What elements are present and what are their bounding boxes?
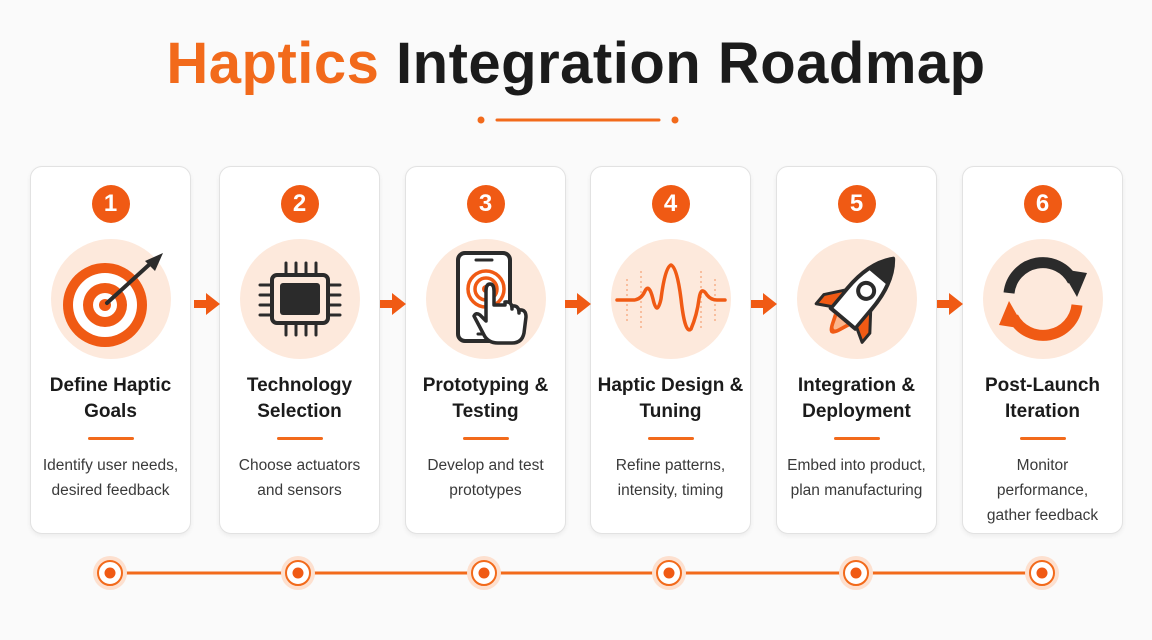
timeline (93, 556, 1059, 590)
step-desc-line1: Refine patterns, (615, 457, 726, 474)
step-card-3: 3 Prototyping & Testing Develop and test… (405, 166, 566, 534)
step-description: Identify user needs, desired feedback (37, 453, 184, 503)
timeline-node-2 (281, 556, 315, 590)
arrow-right-icon (380, 293, 406, 315)
chip-icon (239, 239, 360, 359)
step-desc-line2: prototypes (449, 482, 522, 499)
step-number-badge: 6 (1023, 185, 1062, 223)
title-accent: Haptics (166, 31, 380, 96)
step-title-line1: Integration & (797, 375, 916, 396)
timeline-node-6 (1025, 556, 1059, 590)
step-desc-line2: and sensors (257, 482, 342, 499)
title-underline (462, 437, 509, 440)
title-underline (87, 437, 134, 440)
title-underline (647, 437, 694, 440)
timeline-node-3 (467, 556, 501, 590)
step-desc-line2: gather feedback (986, 507, 1099, 524)
timeline-node-1 (93, 556, 127, 590)
arrow-right-icon (751, 293, 777, 315)
title-rest: Integration Roadmap (396, 31, 986, 96)
step-desc-line2: intensity, timing (617, 482, 724, 499)
step-desc-line2: desired feedback (51, 482, 170, 499)
timeline-node-5 (839, 556, 873, 590)
title-underline (1019, 437, 1066, 440)
arrow-right-icon (194, 293, 220, 315)
step-title-line2: Goals (84, 401, 137, 422)
waveform-icon (610, 239, 731, 359)
step-title-line1: Technology (246, 375, 353, 396)
step-title: Prototyping & Testing (410, 373, 561, 425)
step-title: Technology Selection (224, 373, 375, 425)
step-desc-line1: Develop and test (427, 457, 544, 474)
step-description: Monitor performance, gather feedback (969, 453, 1116, 528)
step-title-line2: Deployment (802, 401, 911, 422)
step-title: Post-Launch Iteration (967, 373, 1118, 425)
step-number-badge: 4 (651, 185, 690, 223)
step-number-badge: 1 (91, 185, 130, 223)
step-description: Develop and test prototypes (412, 453, 559, 503)
cycle-icon (982, 239, 1103, 359)
arrow-right-icon (937, 293, 963, 315)
step-title-line2: Iteration (1005, 401, 1080, 422)
step-number-badge: 3 (466, 185, 505, 223)
phone-touch-icon (425, 239, 546, 359)
step-number-badge: 5 (837, 185, 876, 223)
step-desc-line1: Monitor performance, (996, 457, 1089, 499)
step-description: Embed into product, plan manufacturing (783, 453, 930, 503)
timeline-node-4 (652, 556, 686, 590)
step-desc-line2: plan manufacturing (790, 482, 923, 499)
step-desc-line1: Identify user needs, (42, 457, 179, 474)
step-card-4: 4 Haptic Design & Tuning Refine patterns… (590, 166, 751, 534)
title-underline (833, 437, 880, 440)
step-title-line1: Prototyping & (422, 375, 549, 396)
step-title-line1: Haptic Design & (597, 375, 744, 396)
step-card-2: 2 Technology Selection Choose actuators … (219, 166, 380, 534)
step-title-line1: Define Haptic (49, 375, 172, 396)
step-desc-line1: Embed into product, (787, 457, 926, 474)
step-title: Integration & Deployment (781, 373, 932, 425)
step-title-line1: Post-Launch (984, 375, 1101, 396)
arrow-right-icon (565, 293, 591, 315)
step-card-1: 1 Define Haptic Goals Identify user need… (30, 166, 191, 534)
step-card-6: 6 Post-Launch Iteration Monitor performa… (962, 166, 1123, 534)
step-title: Haptic Design & Tuning (595, 373, 746, 425)
page-title: Haptics Integration Roadmap (0, 30, 1152, 97)
rocket-icon (796, 239, 917, 359)
step-title-line2: Selection (257, 401, 342, 422)
step-desc-line1: Choose actuators (238, 457, 361, 474)
step-description: Choose actuators and sensors (226, 453, 373, 503)
step-title: Define Haptic Goals (35, 373, 186, 425)
step-title-line2: Tuning (639, 401, 702, 422)
target-icon (50, 239, 171, 359)
step-card-5: 5 Integration & Deployment Embed into pr… (776, 166, 937, 534)
step-number-badge: 2 (280, 185, 319, 223)
step-description: Refine patterns, intensity, timing (597, 453, 744, 503)
title-divider (477, 116, 679, 124)
title-underline (276, 437, 323, 440)
step-title-line2: Testing (452, 401, 519, 422)
